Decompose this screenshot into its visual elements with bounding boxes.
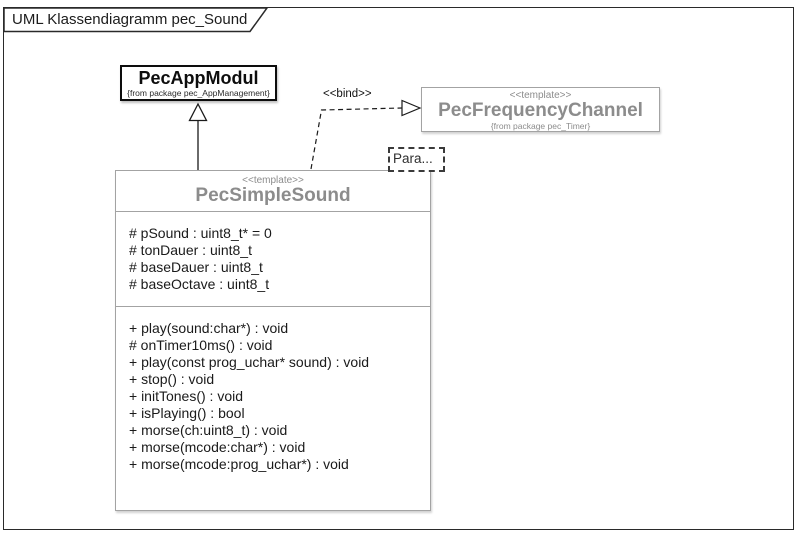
- method-line: + isPlaying() : bool: [129, 405, 245, 421]
- method-line: + initTones() : void: [129, 388, 243, 404]
- methods-compartment: + play(sound:char*) : void # onTimer10ms…: [116, 306, 430, 510]
- class-name: PecAppModul: [138, 68, 259, 88]
- attribute-line: # baseDauer : uint8_t: [129, 259, 263, 275]
- class-pec-app-modul[interactable]: PecAppModul {from package pec_AppManagem…: [120, 65, 277, 101]
- method-line: + play(sound:char*) : void: [129, 320, 289, 336]
- attribute-line: # tonDauer : uint8_t: [129, 242, 252, 258]
- class-origin-note: {from package pec_Timer}: [490, 121, 591, 131]
- class-pec-frequency-channel[interactable]: <<template>> PecFrequencyChannel {from p…: [421, 87, 660, 132]
- method-line: # onTimer10ms() : void: [129, 337, 273, 353]
- method-line: + stop() : void: [129, 371, 215, 387]
- method-line: + morse(mcode:prog_uchar*) : void: [129, 456, 349, 472]
- attribute-line: # baseOctave : uint8_t: [129, 276, 270, 292]
- template-parameter-label: Para...: [393, 151, 433, 166]
- frame-tab: [3, 7, 269, 33]
- method-line: + play(const prog_uchar* sound) : void: [129, 354, 370, 370]
- class-header-compartment: <<template>> PecSimpleSound: [116, 171, 430, 211]
- class-stereotype: <<template>>: [509, 90, 572, 101]
- method-line: + morse(ch:uint8_t) : void: [129, 422, 288, 438]
- class-pec-simple-sound[interactable]: <<template>> PecSimpleSound # pSound : u…: [115, 170, 431, 511]
- attribute-line: # pSound : uint8_t* = 0: [129, 225, 272, 241]
- method-line: + morse(mcode:char*) : void: [129, 439, 306, 455]
- class-name: PecSimpleSound: [195, 185, 351, 206]
- bind-stereotype-label: <<bind>>: [323, 88, 372, 100]
- class-origin-note: {from package pec_AppManagement}: [127, 88, 270, 98]
- template-parameter-box[interactable]: Para...: [388, 147, 445, 172]
- frame-title: UML Klassendiagramm pec_Sound: [12, 11, 248, 28]
- class-name: PecFrequencyChannel: [438, 100, 643, 121]
- class-stereotype: <<template>>: [242, 175, 304, 186]
- attributes-compartment: # pSound : uint8_t* = 0 # tonDauer : uin…: [116, 211, 430, 306]
